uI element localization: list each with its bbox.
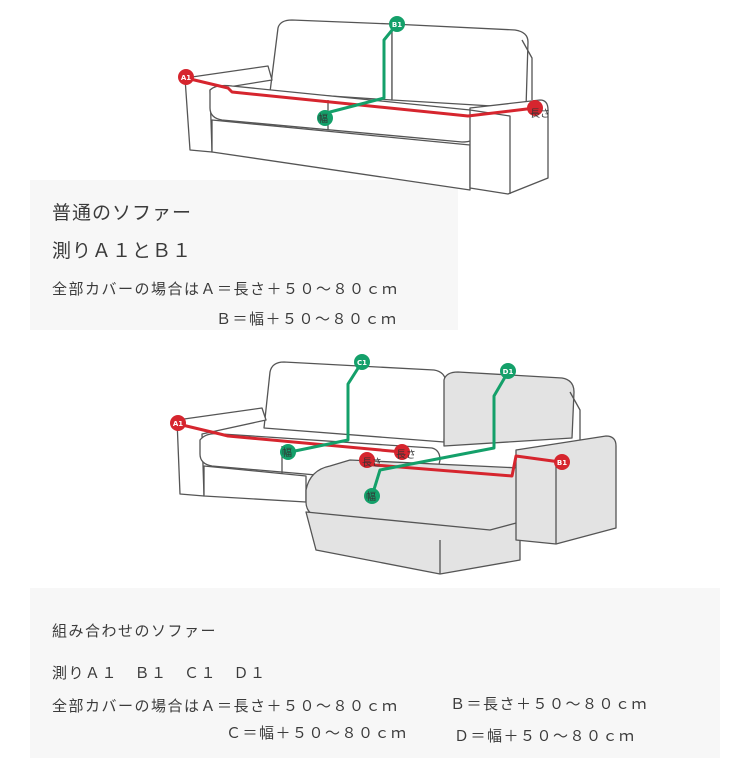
width-label-2a: 幅 (282, 446, 292, 459)
sofa-1-back-cushion-right (391, 23, 529, 109)
section-2-title: 組み合わせのソファー (52, 622, 218, 640)
section-1-title: 普通のソファー (52, 202, 193, 224)
marker2-b1-label: B1 (557, 459, 567, 467)
text-panel-2-bg (30, 588, 720, 758)
marker2-c1-label: C1 (357, 359, 367, 367)
sofa-1-back-cushion-left (269, 19, 393, 101)
length-label-2a: 長さ (396, 449, 416, 461)
marker2-b1-dot (554, 454, 570, 470)
marker-a1-label: A1 (181, 74, 191, 82)
text-panel-1-bg (30, 180, 458, 330)
sofa-2-measure-line-c (289, 361, 364, 454)
section-2-formula-a: 全部カバーの場合はＡ＝長さ＋５０～８０ｃｍ (52, 697, 399, 715)
width-label-2b: 幅 (366, 490, 376, 503)
marker2-a1-dot (170, 415, 186, 431)
marker-b1-dot (389, 16, 405, 32)
length-label: 長さ (530, 108, 550, 120)
width-end-dot (317, 110, 333, 126)
marker-b1-label: B1 (392, 21, 402, 29)
sofa-1-measure-line-a (185, 76, 536, 118)
section-2-measure: 測りＡ１ Ｂ１ Ｃ１ Ｄ１ (52, 664, 267, 682)
marker-a1-dot (178, 69, 194, 85)
sofa-2-outline (176, 361, 617, 575)
sofa-2-right-arm (515, 435, 617, 545)
section-1-formula-a: 全部カバーの場合はＡ＝長さ＋５０～８０ｃｍ (52, 280, 399, 298)
width-label: 幅 (318, 112, 328, 125)
marker2-c1-dot (354, 354, 370, 370)
section-2-formula-b: Ｂ＝長さ＋５０～８０ｃｍ (450, 695, 649, 713)
length-end-dot (527, 100, 543, 116)
sofa-2-measure-line-a (177, 422, 403, 454)
marker2-a1-label: A1 (173, 420, 183, 428)
sofa-1-right-arm (469, 99, 549, 195)
sofa-2-chaise-base (305, 511, 521, 575)
sofa-2-back-cushion-right (443, 371, 575, 447)
marker2-d1-dot (500, 363, 516, 379)
length-end-dot-2a (394, 444, 410, 460)
section-2-formula-c: Ｃ＝幅＋５０～８０ｃｍ (226, 724, 408, 742)
width-end-dot-2a (280, 444, 296, 460)
section-1-formula-b: Ｂ＝幅＋５０～８０ｃｍ (216, 310, 398, 328)
sofa-2-measure-line-d (370, 371, 510, 497)
width-end-dot-2b (364, 488, 380, 504)
section-1-measure: 測りＡ１とＢ１ (52, 240, 193, 262)
length-label-2b: 長さ (362, 457, 382, 469)
sofa-1-base (211, 119, 471, 191)
length-end-dot-2b (359, 452, 375, 468)
sofa-1-outline (184, 19, 549, 195)
section-2-formula-d: Ｄ＝幅＋５０～８０ｃｍ (454, 727, 636, 745)
marker2-d1-label: D1 (503, 368, 514, 376)
